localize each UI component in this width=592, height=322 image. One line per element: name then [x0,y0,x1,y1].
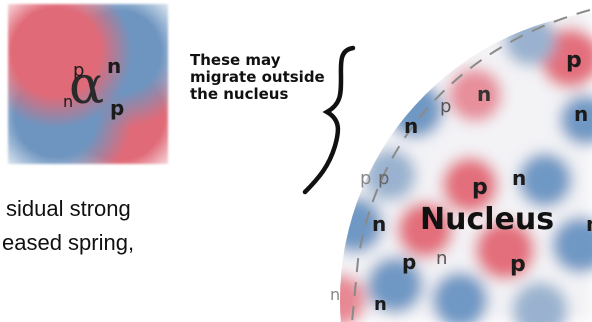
alpha-symbol: α [69,56,105,116]
nucleon-letter: n [574,102,589,126]
caption-line-2: migrate outside [190,68,325,86]
migration-caption: These may migrate outside the nucleus [190,52,325,103]
caption-line-3: the nucleus [190,85,289,103]
nucleus-diagram: p n p n n p n p n n p n p n p n Nucleus [300,0,592,322]
nucleon-letter: p [402,250,417,274]
nucleus-boundary-dashed [351,9,591,322]
nucleon-letter: n [374,294,387,315]
nucleon-letter: n [512,166,527,190]
alpha-letter-p-bottom: p [110,96,125,120]
alpha-particle-image [8,4,168,164]
body-text-line-1: sidual strong [6,196,131,221]
nucleon-letter: n [404,114,419,138]
nucleon-letter: p [440,96,452,117]
nucleon-letter: n [477,82,492,106]
nucleon-letter: p [378,168,390,189]
nucleon-letter: n [372,212,387,236]
nucleon-letter: n [330,285,341,304]
alpha-letter-n-bottom: n [63,92,74,111]
nucleon-letter: p [360,168,372,189]
nucleon-letter: p [510,252,526,277]
nucleus-title: Nucleus [420,202,555,237]
body-text-line-2: eased spring, [2,230,135,255]
nucleon-letter: n [436,248,448,269]
caption-line-1: These may [190,51,281,69]
alpha-particle-labels: α p n n p [8,4,168,164]
nucleon-letter: n [586,212,592,236]
alpha-letter-p-top: p [73,60,85,81]
alpha-letter-n-top: n [107,54,122,78]
nucleon-letter: p [472,175,488,200]
nucleus-svg [340,9,592,322]
curly-brace-icon [302,45,356,195]
nucleon-letter: p [566,48,582,73]
